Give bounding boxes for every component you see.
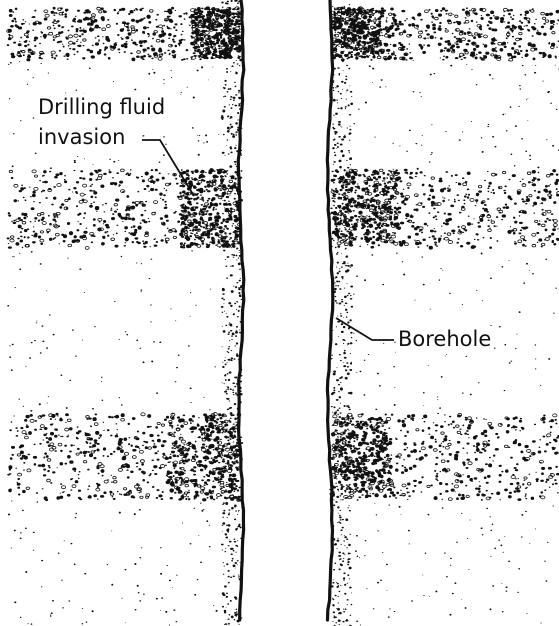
- invasion-leader-line: [142, 140, 194, 196]
- borehole-leader-line: [336, 318, 394, 340]
- borehole-walls: [238, 0, 332, 620]
- label-invasion: invasion: [36, 124, 127, 151]
- label-leader-lines: [142, 140, 394, 340]
- label-borehole: Borehole: [396, 326, 493, 353]
- label-drilling-fluid: Drilling fluid: [36, 94, 167, 121]
